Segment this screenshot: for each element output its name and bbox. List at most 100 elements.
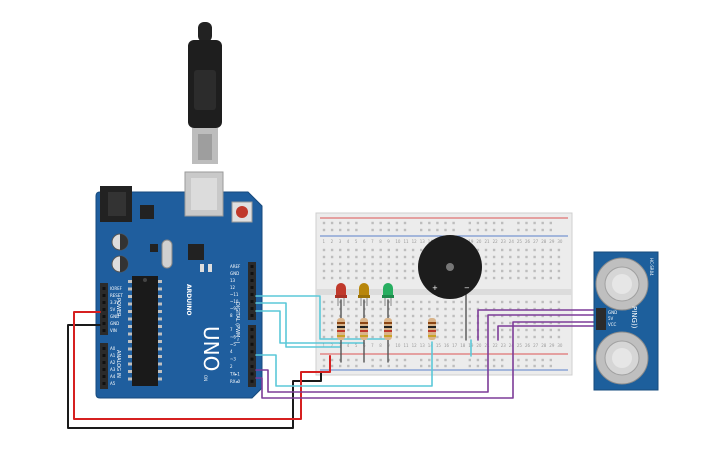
power-pin-label: RESET [110,293,123,298]
power-header-pin[interactable] [102,315,106,318]
breadboard-hole [509,269,512,273]
digital-header-pin[interactable] [250,379,254,383]
breadboard-column-number: 3 [339,343,342,348]
breadboard-hole [557,255,561,259]
digital-header-pin[interactable] [250,357,254,361]
analog-header-pin[interactable] [102,375,106,378]
breadboard-hole [428,307,431,311]
digital-header-pin[interactable] [250,372,254,376]
digital-header-pin[interactable] [250,265,254,268]
rail-hole [492,358,496,362]
breadboard-hole [533,276,536,280]
power-pin-label: GND [110,314,119,319]
breadboard-hole [509,307,512,311]
breadboard-hole [436,328,439,332]
breadboard-hole [363,276,366,280]
breadboard-hole [509,248,512,252]
digital-label: DIGITAL (PWM~) [234,302,240,344]
digital-header-pin[interactable] [250,342,254,346]
rail-hole [428,221,431,225]
breadboard-hole [476,307,480,311]
digital-header-pin[interactable] [250,335,254,339]
rail-hole [549,358,552,362]
breadboard-hole [549,255,552,259]
chip-pin [128,280,132,283]
breadboard-column-number: 24 [509,343,515,348]
breadboard-column-number: 3 [339,239,342,244]
breadboard-hole [330,255,334,259]
breadboard-hole [371,300,374,304]
breadboard-hole [379,328,382,332]
breadboard-column-number: 24 [509,239,515,244]
digital-header-pin[interactable] [250,307,254,310]
rail-hole [476,228,480,232]
digital-header-pin[interactable] [250,293,254,296]
analog-header-pin[interactable] [102,368,106,371]
breadboard-hole [509,300,512,304]
breadboard-hole [484,262,488,266]
breadboard-hole [525,307,528,311]
digital-header-pin[interactable] [250,350,254,354]
rail-hole [444,358,447,362]
power-header-pin[interactable] [102,322,106,325]
digital-header-pin[interactable] [250,279,254,282]
breadboard-hole [322,307,326,311]
breadboard-hole [557,335,561,339]
power-header-pin[interactable] [102,308,106,311]
breadboard-hole [557,300,561,304]
digital-header-pin[interactable] [250,272,254,275]
digital-pin-label: 13 [230,278,236,283]
analog-header-pin[interactable] [102,354,106,357]
digital-header-pin[interactable] [250,328,254,331]
breadboard-hole [379,321,382,325]
analog-pin-label: A1 [110,353,116,358]
power-header-pin[interactable] [102,294,106,297]
header-pins [102,265,254,385]
breadboard-hole [355,269,358,273]
wire-sensor-gnd-purple [477,309,603,341]
breadboard-hole [355,328,358,332]
breadboard-hole [339,248,342,252]
breadboard-hole [533,328,536,332]
chip-pin [128,377,132,381]
breadboard-hole [355,307,358,311]
rail-hole [403,358,407,362]
wire-echo-purple [255,321,603,399]
reset-button-cap[interactable] [236,206,248,218]
chip-pin [158,325,162,328]
rail-hole [387,228,390,232]
digital-header-pin[interactable] [250,300,254,303]
rail-hole [525,364,528,368]
digital-header-pin[interactable] [250,314,254,317]
analog-header-pin[interactable] [102,347,106,350]
power-header-pin[interactable] [102,287,106,290]
power-header-pin[interactable] [102,329,106,332]
resistor-4 [428,318,436,340]
breadboard-hole [371,255,374,259]
digital-header-pin[interactable] [250,365,254,368]
breadboard-hole [371,269,374,273]
breadboard-hole [549,321,552,325]
breadboard-hole [371,314,374,318]
analog-pin-label: A5 [110,381,116,386]
breadboard-column-number: 12 [412,343,418,348]
breadboard-hole [371,262,374,266]
breadboard-hole [322,314,326,318]
analog-header-pin[interactable] [102,361,106,364]
digital-pin-label: AREF [230,264,241,269]
rail-hole [436,221,439,225]
sensor-pin-header [596,308,606,330]
rail-hole [484,228,488,232]
power-header-pin[interactable] [102,301,106,304]
chip-pins [128,280,162,381]
analog-header-pin[interactable] [102,382,106,385]
breadboard-hole [525,276,528,280]
digital-header-pin[interactable] [250,286,254,289]
breadboard-hole [339,269,342,273]
breadboard-hole [492,269,496,273]
breadboard-hole [395,314,399,318]
small-chip-2 [150,244,158,252]
breadboard-column-number: 12 [412,239,418,244]
breadboard-hole [525,335,528,339]
